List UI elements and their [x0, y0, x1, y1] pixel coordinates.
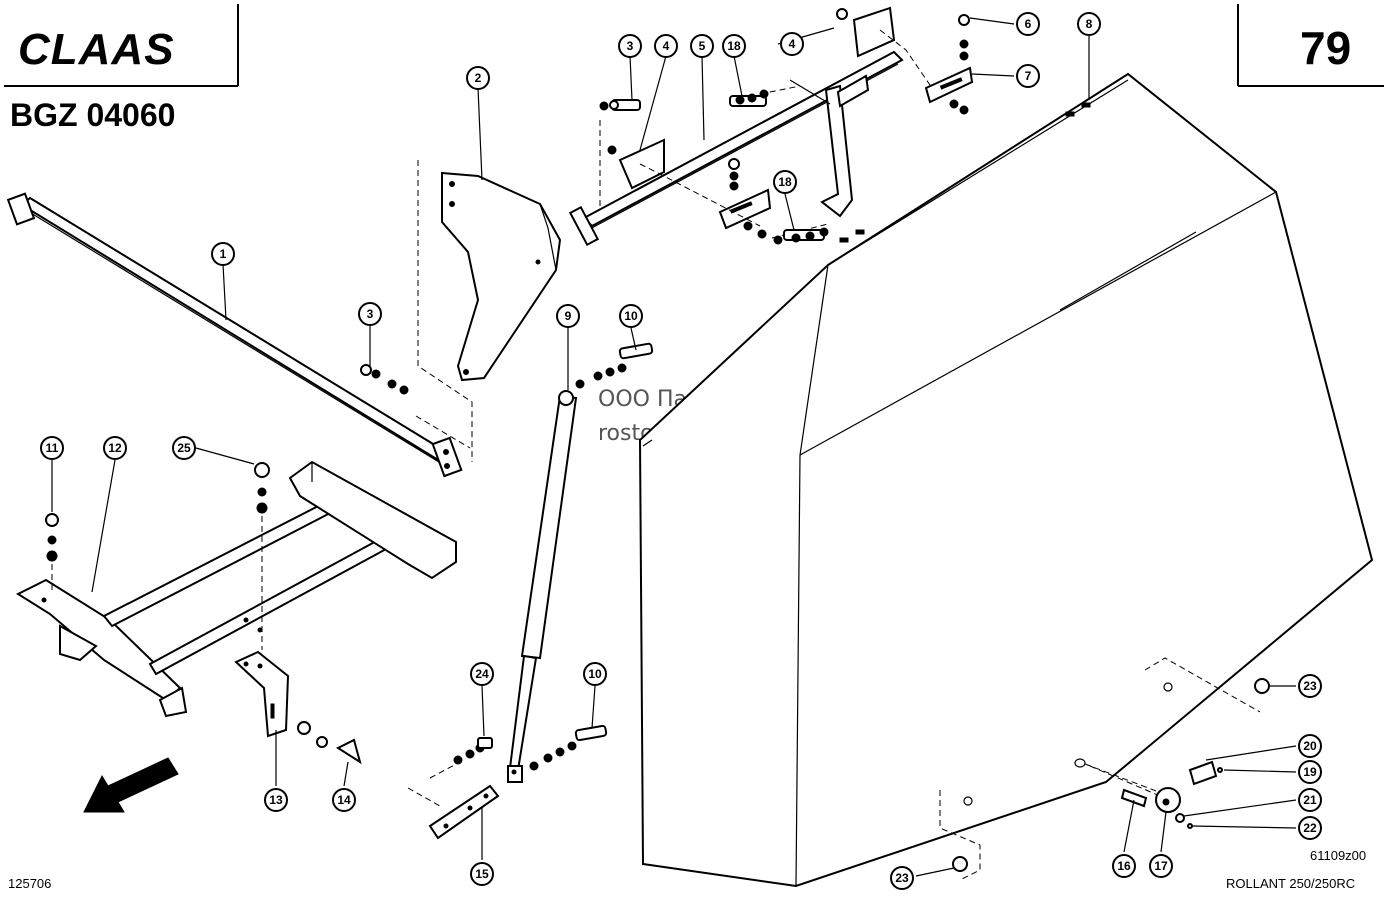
- bolt-stack-upper: [599, 8, 970, 245]
- callout-label: 12: [108, 441, 122, 455]
- callout-label: 23: [895, 871, 909, 885]
- callout-label: 15: [475, 867, 489, 881]
- callout-c16: 16: [1112, 854, 1136, 878]
- callout-label: 23: [1303, 679, 1317, 693]
- callout-c10b: 10: [583, 662, 607, 686]
- callout-c3b: 3: [358, 302, 382, 326]
- callout-label: 21: [1303, 793, 1317, 807]
- page-frame: [4, 4, 1384, 87]
- callout-label: 25: [177, 441, 191, 455]
- brand-logo: CLAAS: [18, 25, 175, 74]
- callout-c4b: 4: [780, 32, 804, 56]
- hinge-bar-part-5: [568, 6, 974, 247]
- pin-assembly: [1120, 760, 1223, 829]
- callout-label: 3: [627, 39, 634, 53]
- callout-label: 1: [220, 247, 227, 261]
- plug-upper: [1254, 678, 1270, 694]
- callout-c24: 24: [470, 662, 494, 686]
- bracket-part-2: [441, 171, 562, 382]
- callout-label: 2: [475, 71, 482, 85]
- hinge-plate-part-15: [428, 737, 500, 840]
- callout-label: 24: [475, 667, 489, 681]
- callout-label: 8: [1086, 17, 1093, 31]
- callout-c3a: 3: [618, 34, 642, 58]
- callout-c5: 5: [690, 34, 714, 58]
- callout-label: 4: [663, 39, 670, 53]
- callout-label: 22: [1303, 821, 1317, 835]
- drawing-code: BGZ 04060: [10, 97, 175, 133]
- page-number: 79: [1300, 22, 1351, 74]
- callout-c7: 7: [1016, 64, 1040, 88]
- callout-c19: 19: [1298, 760, 1322, 784]
- callout-c6: 6: [1016, 12, 1040, 36]
- direction-arrow: [83, 757, 179, 813]
- callout-c14: 14: [332, 788, 356, 812]
- callout-c11: 11: [40, 436, 64, 460]
- callout-label: 17: [1154, 859, 1168, 873]
- callout-label: 10: [588, 667, 602, 681]
- plug-lower: [952, 856, 968, 872]
- callout-label: 14: [337, 793, 351, 807]
- callout-label: 7: [1025, 69, 1032, 83]
- bolt-stack-left: [360, 364, 409, 395]
- callout-c18a: 18: [722, 34, 746, 58]
- callout-label: 11: [46, 441, 59, 455]
- callout-label: 13: [269, 793, 283, 807]
- bolt-stack-strut-top: [575, 342, 654, 389]
- callout-c13: 13: [264, 788, 288, 812]
- callout-c17: 17: [1149, 854, 1173, 878]
- callout-label: 9: [565, 309, 572, 323]
- callout-c4a: 4: [654, 34, 678, 58]
- callout-c9: 9: [556, 304, 580, 328]
- callout-label: 20: [1303, 739, 1317, 753]
- callout-c20: 20: [1298, 734, 1322, 758]
- callout-label: 16: [1117, 859, 1131, 873]
- callout-label: 3: [367, 307, 374, 321]
- callout-label: 19: [1303, 765, 1317, 779]
- callout-c21: 21: [1298, 788, 1322, 812]
- footer-model: ROLLANT 250/250RC: [1226, 876, 1355, 891]
- callout-c22: 22: [1298, 816, 1322, 840]
- callout-c15: 15: [470, 862, 494, 886]
- footer-right-code: 61109z00: [1310, 848, 1366, 863]
- callout-c23a: 23: [1298, 674, 1322, 698]
- callout-leaders: [51, 17, 1297, 877]
- callout-label: 18: [727, 39, 741, 53]
- callout-c25: 25: [172, 436, 196, 460]
- callout-c18b: 18: [773, 170, 797, 194]
- callout-c23b: 23: [890, 866, 914, 890]
- gas-strut-part-9: [507, 390, 578, 783]
- base-frame-part-12: [15, 460, 457, 718]
- callout-c8: 8: [1077, 12, 1101, 36]
- callout-label: 6: [1025, 17, 1032, 31]
- bracket-part-13: [234, 650, 290, 738]
- callout-c2: 2: [466, 66, 490, 90]
- footer-left-code: 125706: [8, 876, 51, 891]
- callout-c10a: 10: [619, 304, 643, 328]
- callout-label: 10: [624, 309, 638, 323]
- side-cover-panel: [638, 72, 1374, 888]
- callout-label: 5: [699, 39, 706, 53]
- callout-c12: 12: [103, 436, 127, 460]
- callout-label: 18: [778, 175, 792, 189]
- callout-label: 4: [789, 37, 796, 51]
- callout-c1: 1: [211, 242, 235, 266]
- bolt-stack-strut-bottom: [529, 724, 608, 771]
- tube-part-1: [6, 192, 463, 478]
- fasteners-base: [45, 462, 362, 765]
